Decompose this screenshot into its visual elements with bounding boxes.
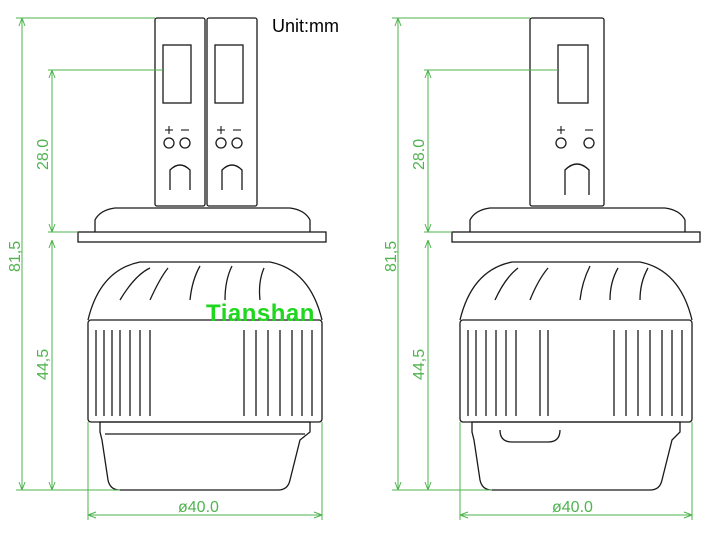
left-top-section-dim: 28.0 bbox=[35, 139, 52, 170]
left-diameter-dim: ø40.0 bbox=[178, 499, 219, 516]
right-dimensions bbox=[392, 17, 693, 520]
unit-label: Unit:mm bbox=[272, 16, 339, 36]
left-dimensions bbox=[16, 17, 323, 520]
right-diameter-dim: ø40.0 bbox=[552, 499, 593, 516]
right-overall-height-dim: 81,5 bbox=[383, 241, 400, 272]
right-view bbox=[451, 17, 701, 491]
right-bottom-section-dim: 44,5 bbox=[411, 349, 428, 380]
left-view bbox=[77, 17, 327, 491]
right-top-section-dim: 28.0 bbox=[411, 139, 428, 170]
right-bulb-outline bbox=[451, 17, 701, 491]
right-polarity-marks bbox=[557, 126, 593, 134]
left-bulb-outline bbox=[77, 17, 327, 491]
left-fins bbox=[95, 330, 313, 416]
watermark-logo: Tianshan bbox=[206, 300, 315, 327]
left-polarity-marks bbox=[165, 126, 241, 134]
left-bottom-section-dim: 44,5 bbox=[35, 349, 52, 380]
left-overall-height-dim: 81,5 bbox=[7, 241, 24, 272]
right-fins bbox=[467, 330, 683, 416]
